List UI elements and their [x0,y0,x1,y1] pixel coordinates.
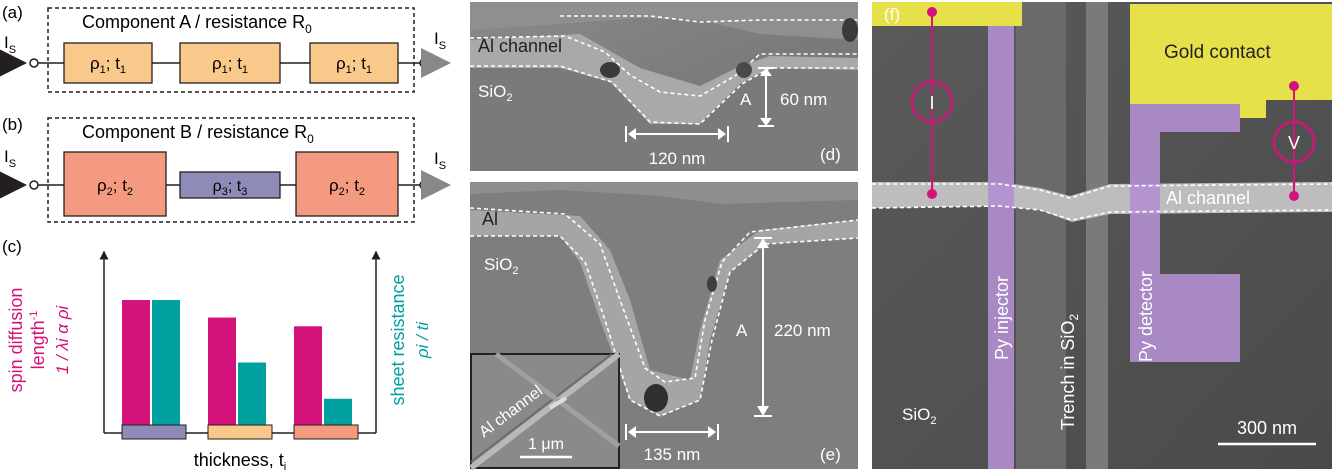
inset-scale-label: 1 μm [528,436,564,453]
right-axis-label: sheet resistance ρi / ti [388,274,432,405]
terminal-in-a [29,58,39,68]
terminal-in-b [29,180,39,190]
svg-text:ρ3; t3: ρ3; t3 [213,178,248,198]
svg-text:spin diffusion: spin diffusion [6,288,26,393]
current-out-label-b: IS [434,149,446,172]
resistor-block-b2: ρ3; t3 [179,171,281,199]
resistor-block-a2: ρ1; t1 [179,42,281,84]
trench-label: Trench in SiO2 [1058,314,1081,430]
current-in-label-b: IS [4,147,16,170]
svg-text:300 nm: 300 nm [1237,418,1297,438]
svg-text:A: A [736,321,748,340]
svg-text:220 nm: 220 nm [774,321,831,340]
py-detector-strip [1130,104,1240,362]
bar-series1-cat1 [122,300,150,425]
component-a-title: Component A / resistance R0 [82,12,312,36]
svg-text:ρ1; t1: ρ1; t1 [90,54,126,76]
sem-image-f [872,2,1332,469]
voltage-probe: V [1272,81,1316,201]
svg-text:135 nm: 135 nm [644,445,701,464]
panel-label-b: (b) [2,115,23,134]
current-in-label-a: IS [4,33,16,56]
category-chip-2 [207,424,273,440]
gold-contact-label: Gold contact [1164,42,1271,63]
svg-text:I: I [929,93,934,113]
panel-label-f: (f) [884,5,900,24]
svg-text:ρ1; t1: ρ1; t1 [212,54,248,76]
py-detector-label: Py detector [1136,271,1156,362]
bar-series1-cat2 [208,317,236,425]
svg-text:length-1: length-1 [28,311,48,370]
resistor-block-b3: ρ2; t2 [295,151,399,217]
bar-series2-cat2 [238,362,266,425]
sio2-label-e: SiO2 [484,255,518,277]
gold-contact-left [872,2,1022,26]
svg-text:ρ1; t1: ρ1; t1 [336,54,372,76]
al-channel-bottom-edge [871,205,1333,221]
height-marker-d: A 60 nm [740,67,827,127]
category-chip-3 [293,424,359,440]
width-marker-e: 135 nm [625,424,719,464]
py-injector-label: Py injector [992,276,1012,360]
svg-text:ρ2; t2: ρ2; t2 [97,176,133,198]
terminal-out-b [419,180,429,190]
scale-bar-f: 300 nm [1218,418,1316,446]
terminal-out-a [419,58,429,68]
svg-text:A: A [740,90,752,109]
panel-label-a: (a) [2,3,23,22]
current-probe: I [910,7,954,199]
al-channel-label-f: Al channel [1166,188,1250,208]
panel-label-c: (c) [2,237,22,256]
component-a-box [47,7,415,93]
component-b-title: Component B / resistance R0 [82,122,314,146]
al-channel-label-d: Al channel [478,36,562,56]
bar-series2-cat3 [324,398,352,425]
svg-text:60 nm: 60 nm [780,90,827,109]
svg-text:sheet resistance: sheet resistance [388,274,408,405]
panel-label-e: (e) [820,445,841,464]
sio2-label-d: SiO2 [478,82,512,104]
al-channel-top-edge [872,183,1333,199]
resistor-block-a3: ρ1; t1 [309,42,399,84]
category-chip-1 [121,424,187,440]
py-injector-strip [988,26,1014,469]
gold-contact-right [1130,4,1332,118]
height-marker-e: A 220 nm [736,237,831,417]
x-axis-label: thickness, ti [194,450,287,471]
svg-text:V: V [1288,133,1300,153]
left-axis-label: spin diffusion length-1 1 / λi α ρi [6,288,72,393]
svg-text:120 nm: 120 nm [649,149,706,168]
bar-chart: thickness, ti spin diffusion length-1 1 … [6,250,432,471]
bar-series2-cat1 [152,300,180,425]
sio2-label-f: SiO2 [902,405,936,427]
width-marker-d: 120 nm [625,126,729,168]
sem-image-d [469,2,858,171]
al-label-e: Al [482,209,498,229]
current-out-label-a: IS [434,29,446,52]
panel-label-d: (d) [820,145,841,164]
resistor-block-b1: ρ2; t2 [63,151,167,217]
component-b-box [47,117,415,223]
resistor-block-a1: ρ1; t1 [63,42,153,84]
sem-inset-e: Al channel 1 μm [469,351,621,471]
svg-text:ρi / ti: ρi / ti [413,321,432,359]
svg-text:1 / λi α ρi: 1 / λi α ρi [53,305,72,375]
bar-series1-cat3 [294,326,322,425]
svg-text:ρ2; t2: ρ2; t2 [329,176,365,198]
